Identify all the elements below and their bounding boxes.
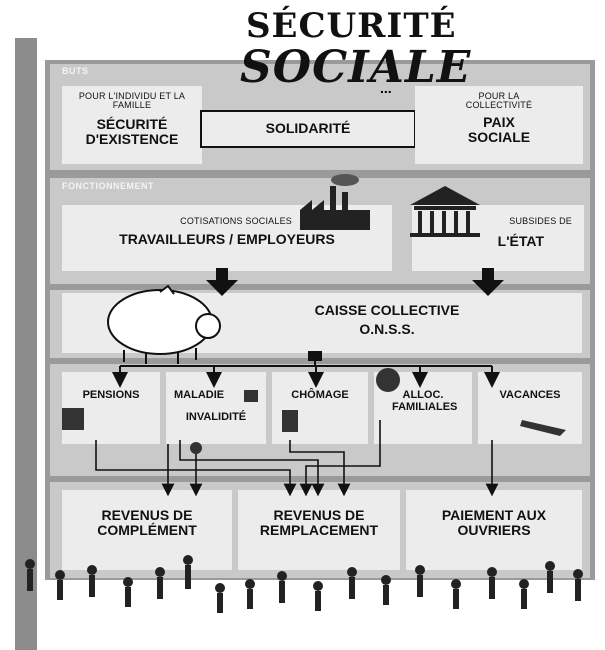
branch-pensions-label: PENSIONS bbox=[82, 389, 140, 401]
goal-center-box: SOLIDARITÉ bbox=[200, 110, 416, 148]
left-strip bbox=[15, 38, 37, 650]
caisse-line1: CAISSE COLLECTIVE bbox=[314, 302, 460, 318]
goal-right-big: PAIX SOCIALE bbox=[467, 113, 531, 145]
goal-center-label: SOLIDARITÉ bbox=[265, 120, 351, 136]
branch-alloc-label: ALLOC. FAMILIALES bbox=[392, 389, 458, 413]
arrow-travailleurs-to-caisse bbox=[206, 268, 238, 296]
arrow-etat-to-caisse bbox=[472, 268, 504, 296]
funding-right-box: SUBSIDES DE L'ÉTAT bbox=[412, 205, 584, 271]
title-suffix: ... bbox=[380, 80, 392, 96]
output-remplacement-label: REVENUS DE REMPLACEMENT bbox=[259, 507, 379, 538]
section-label-buts: BUTS bbox=[62, 66, 89, 76]
caisse-line2: O.N.S.S. bbox=[359, 320, 415, 337]
factory-icon bbox=[300, 174, 370, 230]
caisse-distribution-lines bbox=[112, 351, 500, 388]
funding-right-big: L'ÉTAT bbox=[497, 233, 544, 250]
branch-vacances-label: VACANCES bbox=[499, 389, 561, 401]
alloc-familiales-icon bbox=[376, 368, 400, 392]
funding-left-big: TRAVAILLEURS / EMPLOYEURS bbox=[119, 231, 335, 248]
government-building-icon bbox=[410, 186, 480, 237]
invalidite-icon bbox=[190, 442, 202, 454]
funding-right-small: SUBSIDES DE bbox=[509, 216, 572, 226]
output-remplacement-box: REVENUS DE REMPLACEMENT bbox=[238, 490, 400, 570]
goal-right-box: POUR LA COLLECTIVITÉ PAIX SOCIALE bbox=[415, 86, 583, 164]
goal-right-small: POUR LA COLLECTIVITÉ bbox=[465, 91, 533, 111]
output-paiement-box: PAIEMENT AUX OUVRIERS bbox=[406, 490, 582, 570]
title-block: SÉCURITÉ SOCIALE ... bbox=[238, 6, 470, 106]
output-complement-label: REVENUS DE COMPLÉMENT bbox=[97, 507, 197, 538]
output-complement-box: REVENUS DE COMPLÉMENT bbox=[62, 490, 232, 570]
title-line2: SOCIALE bbox=[240, 42, 472, 93]
title-line1: SÉCURITÉ bbox=[246, 6, 457, 46]
goal-left-big: SÉCURITÉ D'EXISTENCE bbox=[85, 115, 179, 147]
branch-chomage-label: CHÔMAGE bbox=[291, 389, 349, 401]
chomage-icon bbox=[282, 410, 298, 432]
branch-maladie-label: MALADIE bbox=[174, 389, 225, 401]
section-label-fonctionnement: FONCTIONNEMENT bbox=[62, 181, 154, 191]
pensions-icon bbox=[62, 408, 84, 430]
crowd-illustration bbox=[25, 555, 583, 613]
output-paiement-label: PAIEMENT AUX OUVRIERS bbox=[441, 507, 547, 538]
goal-left-box: POUR L'INDIVIDU ET LA FAMILLE SÉCURITÉ D… bbox=[62, 86, 202, 164]
branch-invalidite-label: INVALIDITÉ bbox=[185, 410, 247, 423]
piggy-bank-icon bbox=[107, 284, 221, 364]
funding-left-small: COTISATIONS SOCIALES bbox=[180, 216, 292, 226]
vacances-icon bbox=[520, 420, 566, 436]
maladie-icon bbox=[244, 390, 258, 402]
goal-left-small: POUR L'INDIVIDU ET LA FAMILLE bbox=[78, 91, 186, 111]
